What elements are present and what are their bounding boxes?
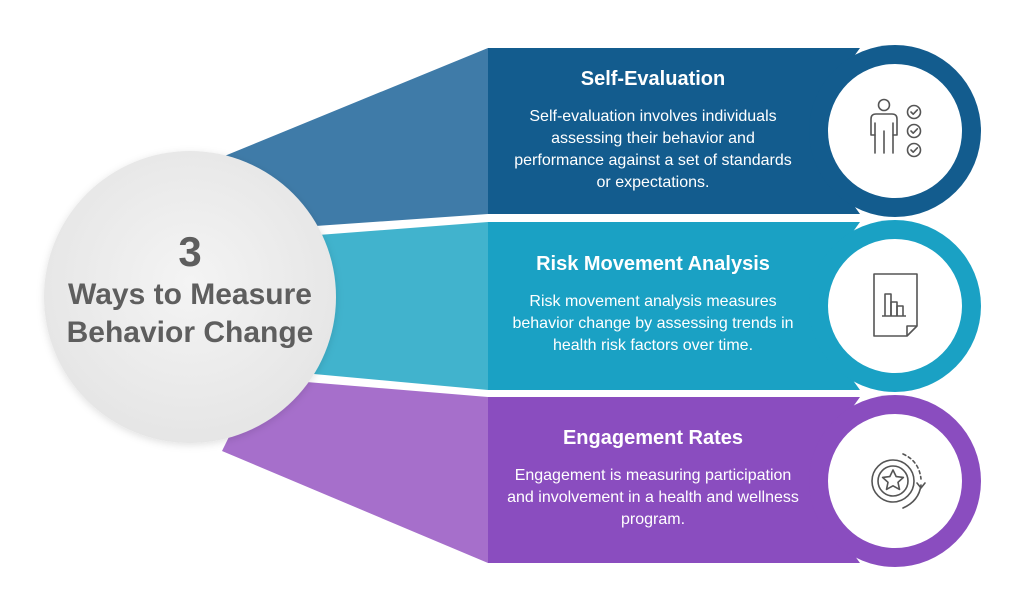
wedge-self-evaluation <box>222 48 488 230</box>
hub-circle <box>44 151 336 443</box>
hub-title-line-2: Behavior Change <box>66 316 314 349</box>
wedge-risk-movement <box>292 222 488 390</box>
icon-ring-engagement-rates <box>809 395 981 567</box>
icon-ring-self-evaluation <box>809 45 981 217</box>
card-description: Engagement is measuring participation an… <box>507 467 799 528</box>
star-badge-refresh-icon <box>855 441 935 526</box>
wedge-engagement-rates <box>222 378 488 563</box>
icon-ring-risk-movement <box>809 220 981 392</box>
card-risk-movement-band <box>488 222 860 390</box>
hub-title-line-1: Ways to Measure <box>68 278 312 311</box>
card-engagement-rates: Engagement Rates Engagement is measuring… <box>488 425 818 531</box>
card-title: Self-Evaluation <box>580 68 726 90</box>
card-self-evaluation-band <box>488 48 860 214</box>
hub-number: 3 <box>178 228 202 275</box>
bar-chart-document-icon <box>855 266 935 351</box>
card-title: Engagement Rates <box>562 427 744 449</box>
person-checklist-icon <box>855 91 935 176</box>
card-description: Risk movement analysis measures behavior… <box>512 293 794 354</box>
hub-title: 3 Ways to Measure Behavior Change <box>52 228 328 352</box>
card-engagement-rates-band <box>488 397 860 563</box>
card-description: Self-evaluation involves individuals ass… <box>514 108 792 191</box>
card-title: Risk Movement Analysis <box>536 253 770 275</box>
card-self-evaluation: Self-Evaluation Self-evaluation involves… <box>488 66 818 194</box>
card-risk-movement-analysis: Risk Movement Analysis Risk movement ana… <box>488 251 818 357</box>
